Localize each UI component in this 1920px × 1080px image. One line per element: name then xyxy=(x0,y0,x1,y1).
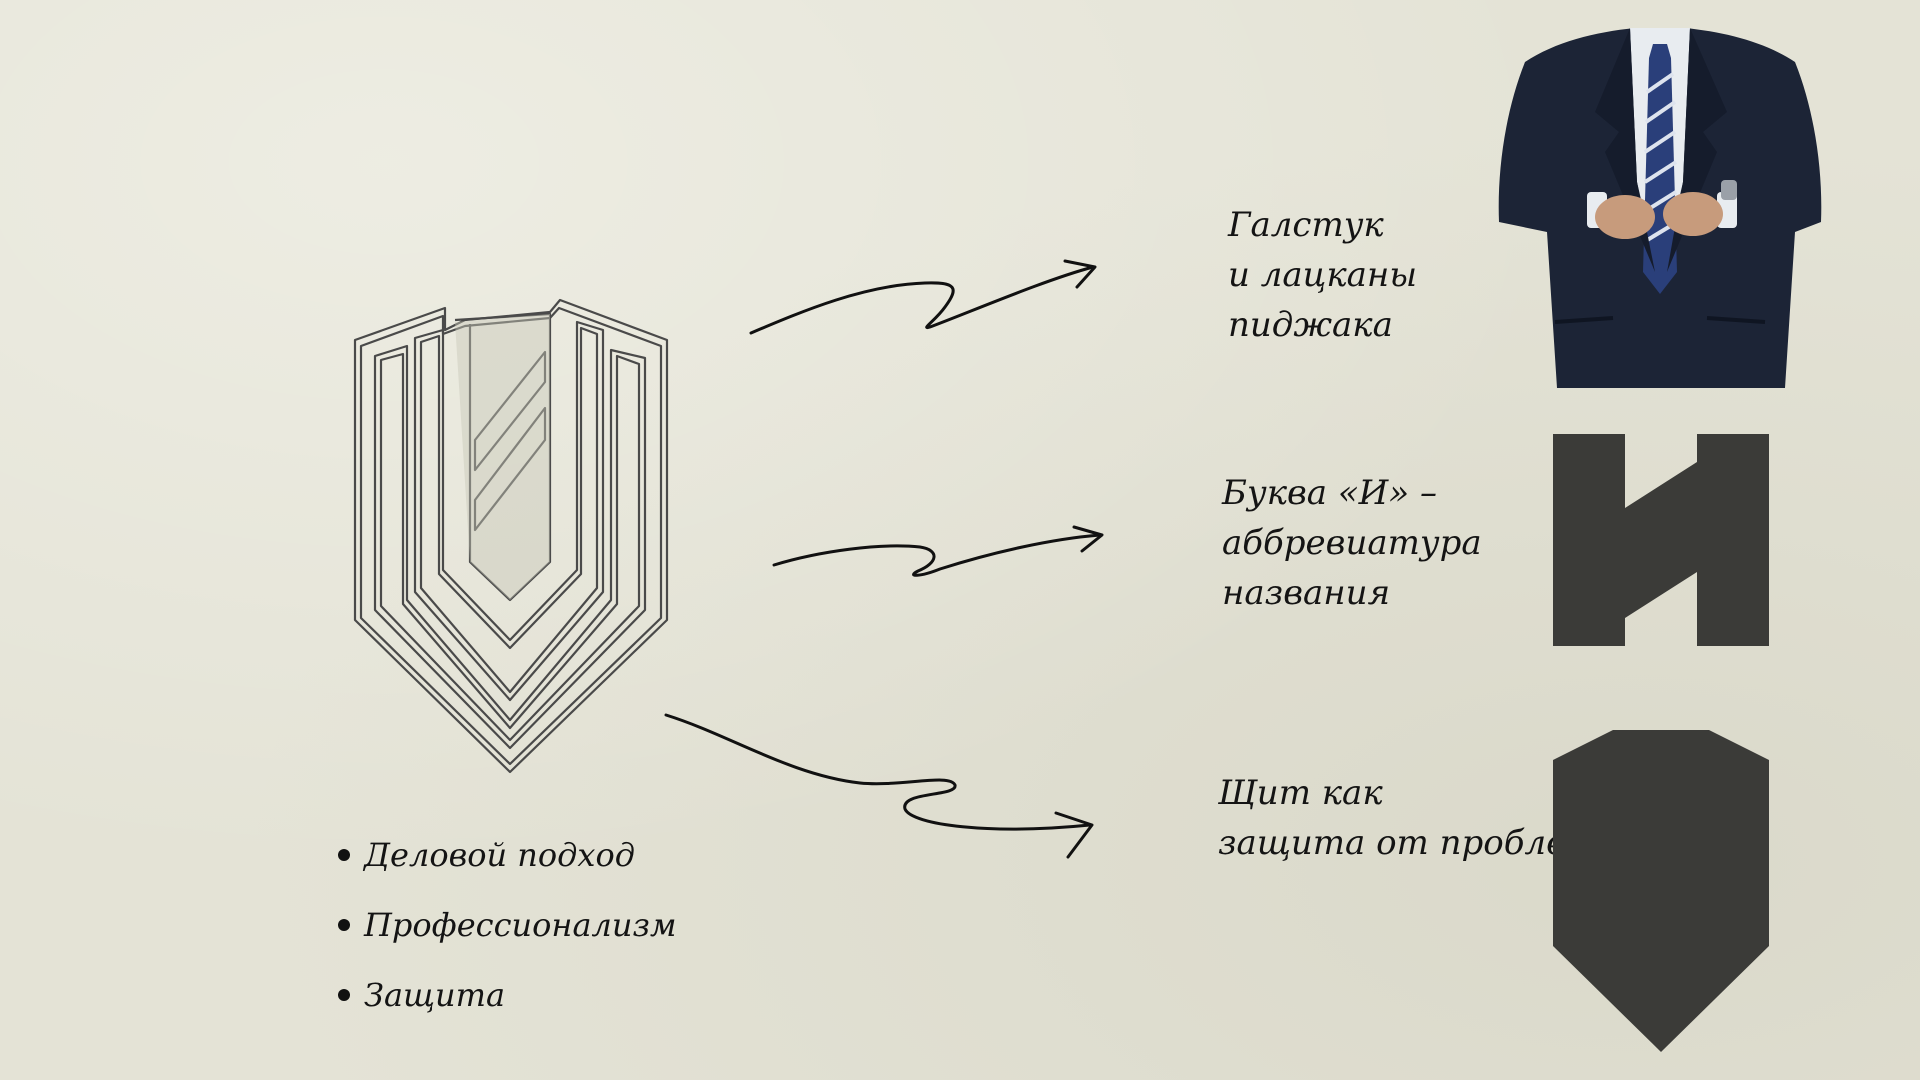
list-item: Деловой подход xyxy=(338,820,676,890)
note-tie-line: Галстук xyxy=(1228,200,1417,250)
arrow-to-tie xyxy=(745,255,1105,345)
note-letter: Буква «И» – аббревиатура названия xyxy=(1222,468,1482,618)
bullet-icon xyxy=(338,919,350,931)
note-tie: Галстук и лацканы пиджака xyxy=(1228,200,1417,350)
bullet-icon xyxy=(338,989,350,1001)
note-tie-line: и лацканы xyxy=(1228,250,1417,300)
note-shield-line: защита от проблем xyxy=(1218,818,1594,868)
bullet-icon xyxy=(338,849,350,861)
note-letter-line: аббревиатура xyxy=(1222,518,1482,568)
note-shield: Щит как защита от проблем xyxy=(1218,768,1594,868)
value-list: Деловой подход Профессионализм Защита xyxy=(338,820,676,1030)
note-shield-line: Щит как xyxy=(1218,768,1594,818)
business-suit-photo xyxy=(1495,22,1825,388)
list-item-label: Защита xyxy=(364,960,505,1030)
letter-i-icon xyxy=(1553,434,1769,646)
arrow-to-letter xyxy=(770,525,1110,585)
arrow-to-shield xyxy=(660,705,1100,865)
list-item-label: Деловой подход xyxy=(364,820,635,890)
list-item-label: Профессионализм xyxy=(364,890,676,960)
shield-icon xyxy=(1553,730,1769,1052)
list-item: Профессионализм xyxy=(338,890,676,960)
note-tie-line: пиджака xyxy=(1228,300,1417,350)
shield-logo-sketch-icon xyxy=(345,300,675,780)
note-letter-line: названия xyxy=(1222,568,1482,618)
list-item: Защита xyxy=(338,960,676,1030)
note-letter-line: Буква «И» – xyxy=(1222,468,1482,518)
